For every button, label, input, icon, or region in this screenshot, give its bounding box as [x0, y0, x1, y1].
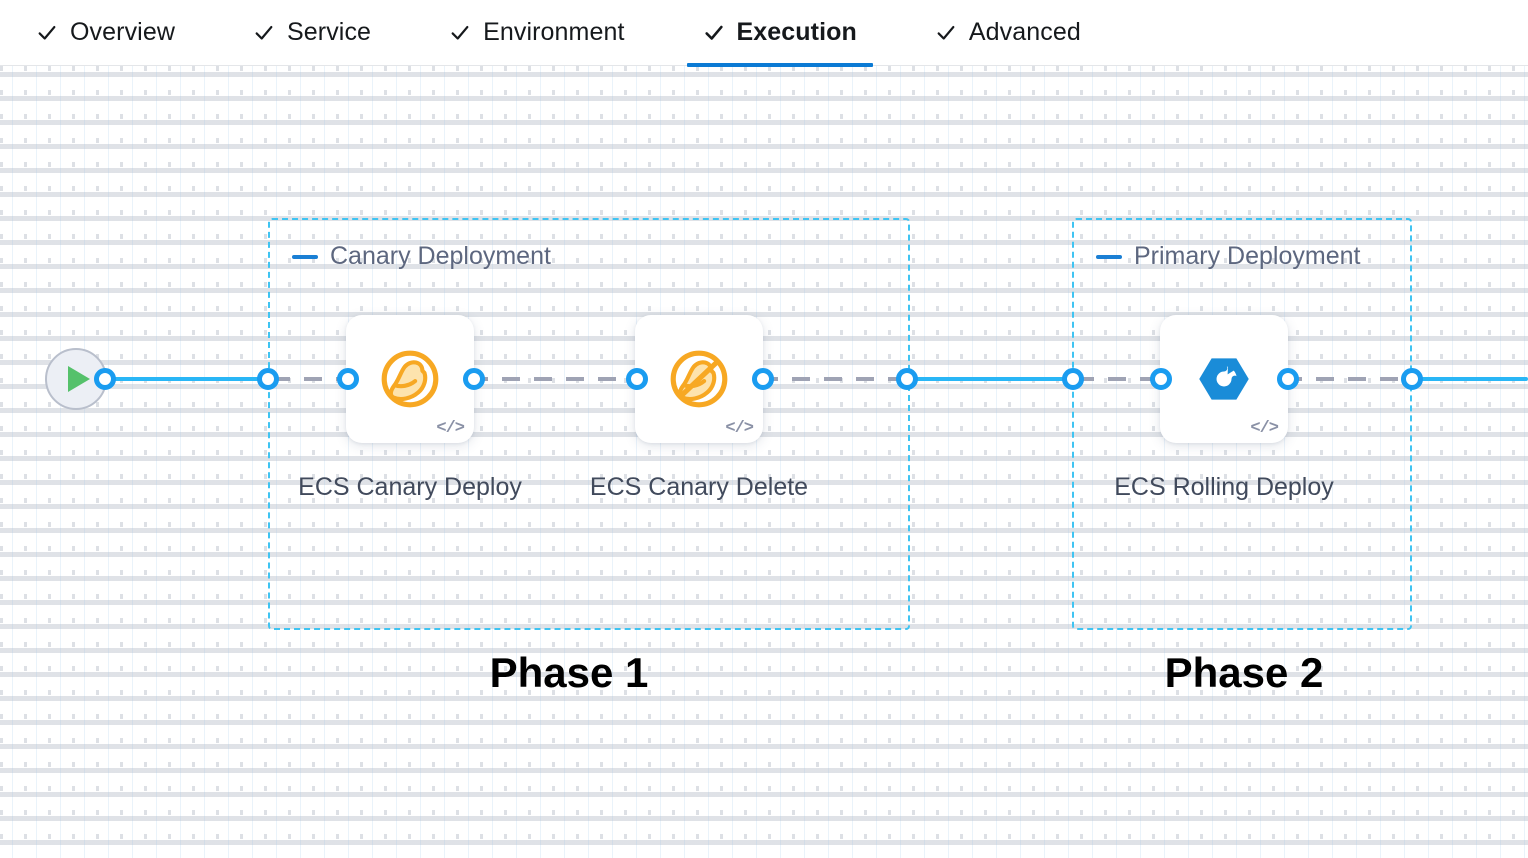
step-node-label-ecs-rolling-deploy: ECS Rolling Deploy: [1114, 473, 1334, 501]
stage-group-primary-deployment[interactable]: Primary Deployment: [1072, 218, 1412, 630]
step-node-ecs-rolling-deploy[interactable]: </>: [1160, 315, 1288, 443]
minus-icon[interactable]: [292, 254, 318, 259]
check-icon: [935, 22, 957, 44]
step-node-ecs-canary-delete[interactable]: </>: [635, 315, 763, 443]
tab-execution[interactable]: Execution: [686, 0, 891, 67]
edge-group-entry-to-canary-deploy: [272, 377, 360, 381]
node-code-icon[interactable]: </>: [1250, 419, 1279, 438]
check-icon: [703, 22, 725, 44]
edge-canary-deploy-to-canary-delete: [470, 377, 650, 381]
tab-environment[interactable]: Environment: [449, 0, 658, 66]
phase-1-annotation: Phase 1: [489, 649, 649, 696]
check-icon: [253, 22, 275, 44]
step-node-label-ecs-canary-deploy: ECS Canary Deploy: [298, 473, 522, 501]
port-rolling-deploy-input[interactable]: [1150, 368, 1172, 390]
check-icon: [449, 22, 471, 44]
tab-service[interactable]: Service: [253, 0, 405, 66]
edge-start-to-canary-group: [104, 377, 276, 381]
canary-bird-slash-icon: [666, 346, 732, 412]
stage-group-title: Canary Deployment: [330, 242, 551, 270]
stage-group-canary-deployment[interactable]: Canary Deployment: [268, 218, 910, 630]
tab-overview-label: Overview: [70, 18, 175, 46]
tab-environment-label: Environment: [483, 18, 625, 46]
port-primary-group-output[interactable]: [1401, 368, 1423, 390]
port-canary-deploy-output[interactable]: [463, 368, 485, 390]
node-code-icon[interactable]: </>: [725, 419, 754, 438]
port-canary-delete-output[interactable]: [752, 368, 774, 390]
port-start-output[interactable]: [94, 368, 116, 390]
node-code-icon[interactable]: </>: [436, 419, 465, 438]
play-icon: [68, 366, 90, 392]
tab-execution-label: Execution: [736, 18, 857, 46]
edge-canary-group-to-primary-group: [906, 377, 1082, 381]
canary-bird-icon: [377, 346, 443, 412]
edge-primary-group-outgoing: [1416, 377, 1528, 381]
port-canary-delete-input[interactable]: [626, 368, 648, 390]
phase-2-annotation: Phase 2: [1164, 649, 1324, 696]
rolling-deploy-icon: [1191, 346, 1257, 412]
step-node-label-ecs-canary-delete: ECS Canary Delete: [589, 473, 809, 501]
port-primary-group-input[interactable]: [1062, 368, 1084, 390]
stage-group-header-canary[interactable]: Canary Deployment: [292, 242, 551, 271]
tab-overview[interactable]: Overview: [36, 0, 209, 66]
port-canary-deploy-input[interactable]: [337, 368, 359, 390]
stage-group-title: Primary Deployment: [1134, 242, 1361, 270]
edge-rolling-deploy-to-group-exit: [1284, 377, 1424, 381]
wizard-tab-bar: Overview Service Environment Execution A…: [0, 0, 1528, 67]
edge-canary-delete-to-group-exit: [760, 377, 918, 381]
stage-group-header-primary[interactable]: Primary Deployment: [1096, 242, 1360, 271]
port-canary-group-output[interactable]: [896, 368, 918, 390]
tab-advanced-label: Advanced: [968, 18, 1081, 46]
step-node-ecs-canary-deploy[interactable]: </>: [346, 315, 474, 443]
edge-group-entry-to-rolling-deploy: [1076, 377, 1172, 381]
port-canary-group-input[interactable]: [257, 368, 279, 390]
check-icon: [36, 22, 58, 44]
minus-icon[interactable]: [1096, 254, 1122, 259]
tab-advanced[interactable]: Advanced: [935, 0, 1115, 66]
port-rolling-deploy-output[interactable]: [1277, 368, 1299, 390]
pipeline-canvas[interactable]: Canary Deployment Primary Deployment: [0, 66, 1528, 858]
tab-service-label: Service: [287, 18, 372, 46]
